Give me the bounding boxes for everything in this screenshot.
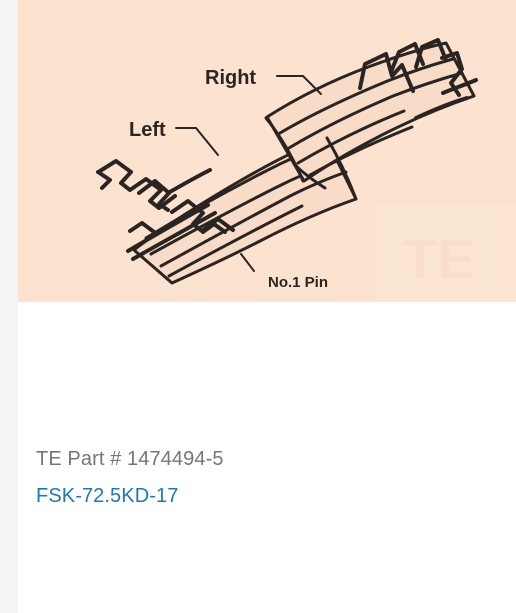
- watermark-text: TE: [403, 227, 475, 290]
- cable-break-lines: [264, 116, 358, 201]
- watermark-logo: TE: [376, 205, 516, 302]
- left-label: Left: [129, 119, 166, 141]
- pin-label: No.1 Pin: [268, 274, 328, 291]
- te-part-number: TE Part # 1474494-5: [36, 448, 224, 470]
- label-leaders: [175, 75, 322, 272]
- right-pins: [358, 38, 478, 120]
- connector-drawing: TE: [96, 38, 516, 302]
- left-pins: [96, 159, 235, 261]
- product-name-link[interactable]: FSK-72.5KD-17: [36, 485, 179, 507]
- product-image[interactable]: TE: [18, 0, 516, 302]
- right-cable-block: [265, 41, 476, 183]
- right-label: Right: [205, 67, 256, 89]
- product-card[interactable]: TE: [18, 0, 516, 613]
